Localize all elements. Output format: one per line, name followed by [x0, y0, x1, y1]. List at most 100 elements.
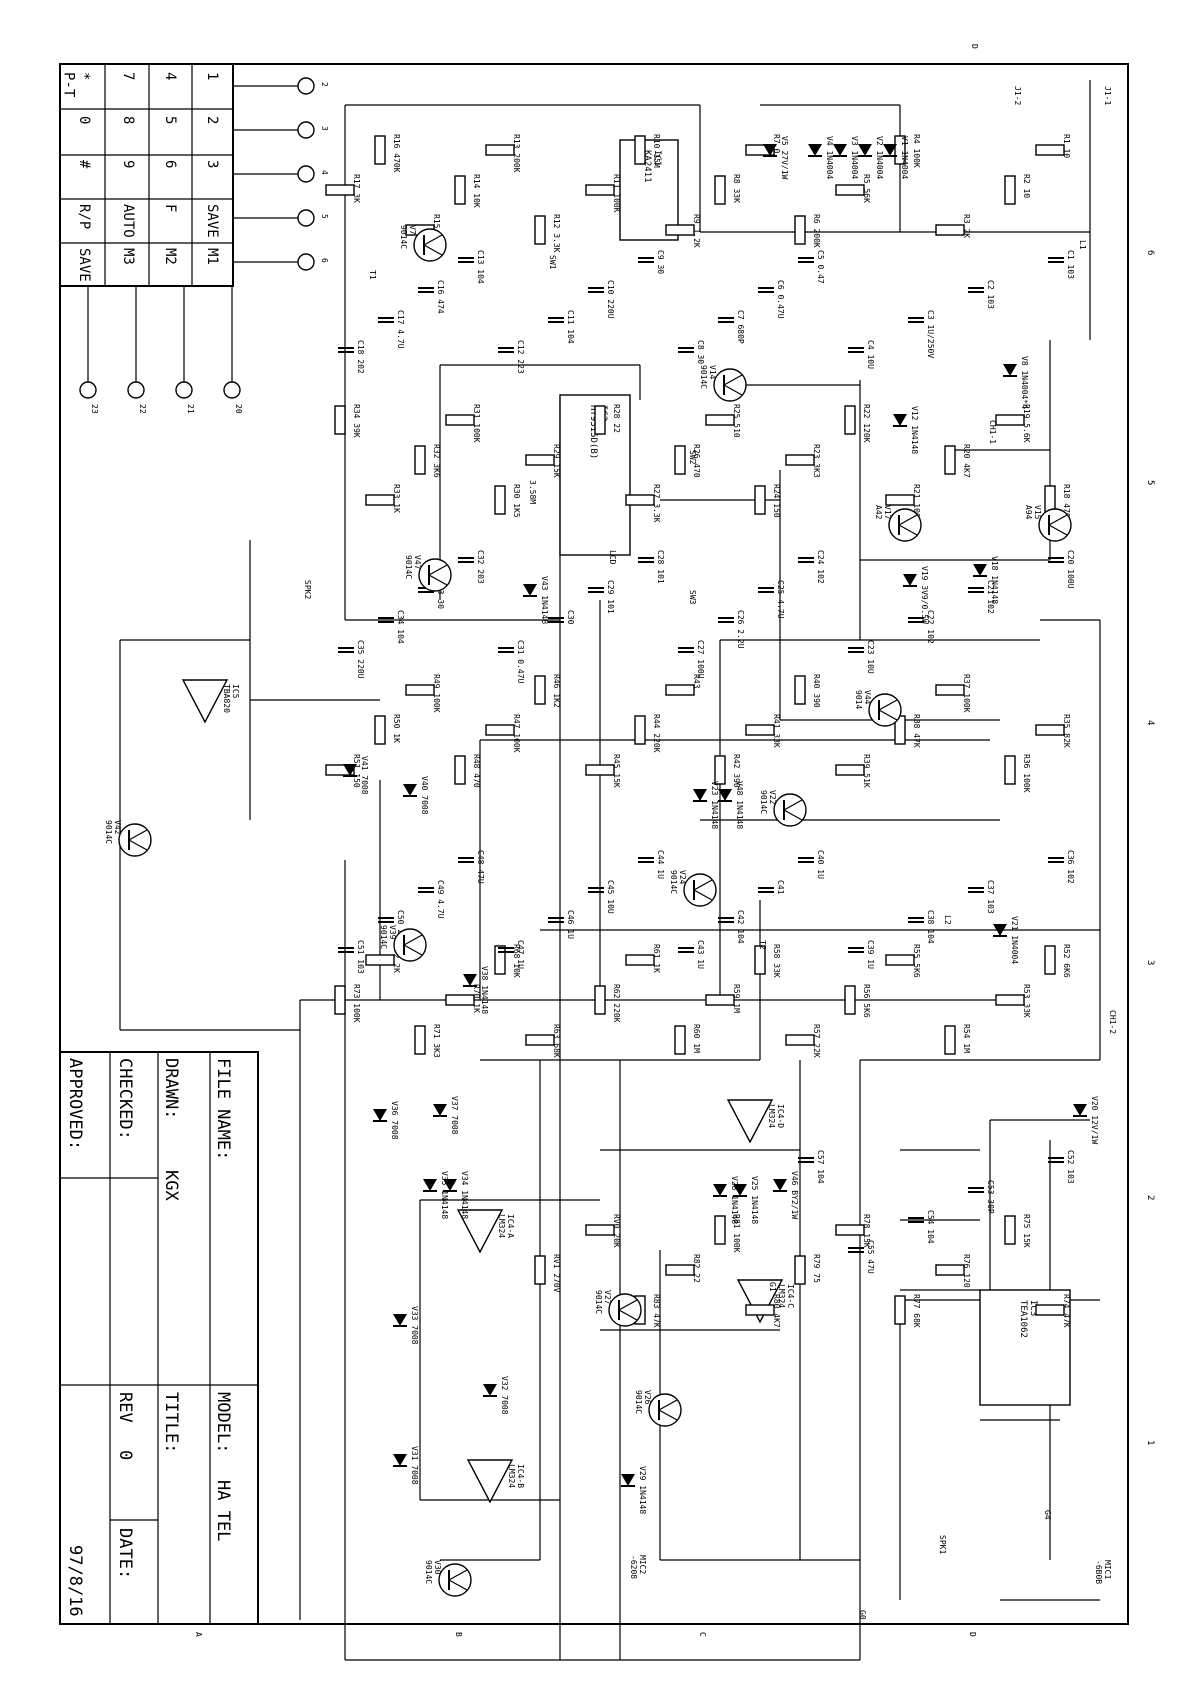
opamp-label: IC5 [231, 684, 240, 699]
resistor-r22: R22 120K [844, 404, 871, 443]
misc-label: MIC2-6208 [629, 1555, 647, 1579]
resistor-r54: R54 1M [944, 1024, 971, 1055]
resistor-r42: R42 390 [714, 754, 741, 788]
capacitor-c53: C53 30P [968, 1180, 995, 1214]
transistor-label: V47 [413, 555, 422, 570]
misc-label: 3.58M [528, 480, 537, 504]
capacitor-c34: C34 104 [378, 610, 405, 644]
resistor-r5: R5 56K [835, 174, 871, 203]
keypad-key-label: 7 [120, 72, 136, 80]
capacitor-label: C8 30 [696, 340, 705, 364]
capacitor-label: C17 4.7U [396, 310, 405, 349]
diode-label: V28 1N4148 [730, 1176, 739, 1224]
resistor-label: R16 470K [392, 134, 401, 173]
resistor-label: R82 22 [692, 1254, 701, 1283]
resistor-r8: R8 33K [714, 174, 741, 205]
keypad-key-label: 6 [162, 160, 178, 168]
keypad-pin-label: 23 [90, 404, 99, 414]
opamp-label: LM324 [777, 1284, 786, 1308]
capacitor-c26: C26 2.2U [718, 610, 745, 649]
resistor-label: R4 100K [912, 134, 921, 168]
misc-label: L1 [1078, 240, 1087, 250]
resistor-r82: R82 22 [665, 1254, 701, 1283]
diode-label: V12 1N4148 [910, 406, 919, 454]
keypad-pin-label: 4 [320, 170, 329, 175]
keypad-key: AUTO [120, 204, 136, 238]
misc-label: -6B0B [1094, 1560, 1103, 1584]
resistor-rv0: RV0 20K [585, 1214, 621, 1248]
diode-label: V20 12V/1W [1090, 1096, 1099, 1144]
capacitor-label: C6 0.47U [776, 280, 785, 319]
capacitor-label: C30 [566, 610, 575, 625]
resistor-label: R57 22K [812, 1024, 821, 1058]
misc-label: MIC2 [638, 1555, 647, 1574]
transistor-label: V15 [1033, 505, 1042, 520]
resistor-r4: R4 100K [894, 134, 921, 168]
transistor-label: V24 [678, 870, 687, 885]
diode-label: V37 7008 [450, 1096, 459, 1135]
diode-label: V1 1N4004 [900, 136, 909, 180]
resistor-r36: R36 100K [1004, 754, 1031, 793]
resistor-r10: R10 15M [634, 134, 661, 168]
capacitor-label: C48 47U [476, 850, 485, 884]
misc-label: G0 [858, 1610, 867, 1620]
keypad-pin [223, 381, 241, 399]
diode-v5: V5 27V/1W [763, 136, 789, 180]
keypad-key-label: 4 [162, 72, 178, 80]
resistor-label: R79 75 [812, 1254, 821, 1283]
resistor-label: R61 1K [652, 944, 661, 973]
misc-label: LCD [608, 550, 617, 565]
resistor-label: R55 5K6 [912, 944, 921, 978]
misc-label: -6208 [629, 1555, 638, 1579]
resistor-label: R20 4K7 [962, 444, 971, 478]
transistor-label: V44 [863, 690, 872, 705]
resistor-label: R58 33K [772, 944, 781, 978]
keypad-pin [175, 381, 193, 399]
resistor-label: R83 47K [652, 1294, 661, 1328]
resistor-label: R30 1K5 [512, 484, 521, 518]
resistor-r12: R12 3.3K [534, 214, 561, 253]
capacitor-label: C9 30 [656, 250, 665, 274]
capacitor-c31: C31 0.47U [498, 640, 525, 684]
capacitor-label: C3 1U/250V [926, 310, 935, 358]
date-value: 97/8/16 [65, 1545, 85, 1617]
diode-v18: V18 1N4148 [973, 556, 999, 604]
resistor-r68: R68 10K [494, 944, 521, 978]
resistor-r62: R62 220K [594, 984, 621, 1023]
capacitor-c9: C9 30 [638, 250, 665, 274]
diode-v28: V28 1N4148 [713, 1176, 739, 1224]
misc-label: T1 [368, 270, 377, 280]
diode-label: V41 7008 [360, 756, 369, 795]
resistor-label: R52 6K6 [1062, 944, 1071, 978]
misc-label: G1 [768, 1282, 777, 1292]
capacitor-label: C47 1U [516, 940, 525, 969]
resistor-label: R26 470 [692, 444, 701, 478]
grid-number-right: 5 [1145, 480, 1155, 485]
misc-label: SW2 [688, 450, 697, 465]
keypad-key: # [76, 160, 92, 169]
capacitor-label: C57 104 [816, 1150, 825, 1184]
resistor-r57: R57 22K [785, 1024, 821, 1058]
capacitor-label: C44 1U [656, 850, 665, 879]
resistor-r33: R33 1K [365, 484, 401, 513]
misc-label: CH1-1 [988, 420, 997, 444]
capacitor-c51: C51 103 [338, 940, 365, 974]
resistor-label: R32 3K6 [432, 444, 441, 478]
grid-number-right: 3 [1145, 960, 1155, 965]
schematic-wiring [119, 80, 1101, 1661]
capacitor-label: C51 103 [356, 940, 365, 974]
keypad-key-label: # [76, 160, 92, 169]
capacitor-c52: C52 103 [1048, 1150, 1075, 1184]
capacitor-c20: C20 100U [1048, 550, 1075, 589]
diode-label: V38 1N4148 [480, 966, 489, 1014]
capacitor-c24: C24 102 [798, 550, 825, 584]
transistor-label: 9014C [404, 555, 413, 579]
diode-label: V31 7008 [410, 1446, 419, 1485]
capacitor-label: C12 223 [516, 340, 525, 374]
misc-label: 3.58M [528, 480, 537, 504]
resistor-r80: R80 4K7 [745, 1294, 781, 1328]
transistor-label: 9014C [669, 870, 678, 894]
